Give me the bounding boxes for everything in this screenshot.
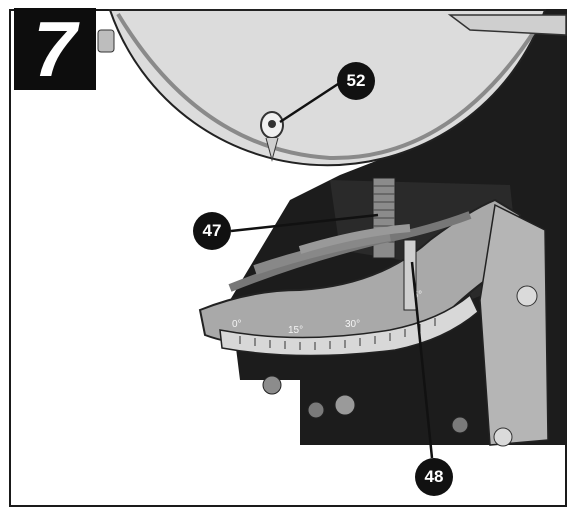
- callout-52: 52: [337, 62, 375, 100]
- grinding-disc: [108, 9, 547, 167]
- scale-label-15: 15°: [288, 325, 303, 336]
- leader-47: [230, 213, 379, 233]
- angle-scale: [219, 293, 479, 357]
- callout-47: 47: [193, 212, 231, 250]
- step-number-badge: 7: [14, 8, 96, 90]
- leader-52: [279, 82, 339, 124]
- scale-label-30: 30°: [345, 319, 360, 330]
- leader-48: [410, 261, 434, 459]
- callout-48: 48: [415, 458, 453, 496]
- scale-label-0: 0°: [232, 319, 242, 330]
